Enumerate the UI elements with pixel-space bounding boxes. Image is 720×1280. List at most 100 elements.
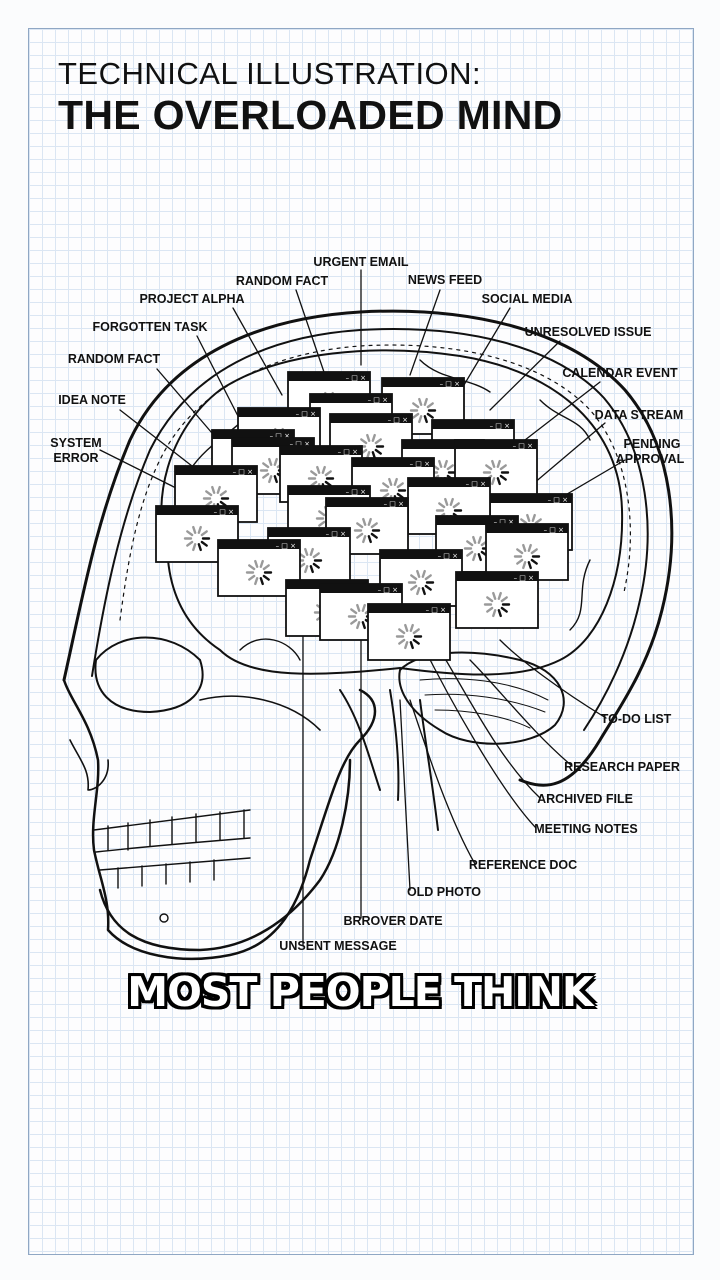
- browser-windows: – □ ×– □ ×– □ ×– □ ×– □ ×– □ ×– □ ×– □ ×…: [155, 371, 573, 661]
- loading-spinner-icon: [395, 623, 423, 650]
- skull-inner-outline: [91, 328, 649, 731]
- window-titlebar: [352, 458, 434, 467]
- label-pending-approval-line2: APPROVAL: [616, 452, 685, 466]
- cheek-bone: [199, 695, 321, 731]
- label-system-error-line1: SYSTEM: [50, 436, 101, 450]
- window-titlebar: [212, 430, 294, 439]
- window-titlebar: [368, 604, 450, 613]
- window-controls-icon: – □ ×: [214, 508, 234, 516]
- browser-window: – □ ×: [217, 539, 301, 597]
- window-controls-icon: – □ ×: [270, 432, 290, 440]
- label-system-error-line2: ERROR: [53, 451, 98, 465]
- window-titlebar: [490, 494, 572, 503]
- loading-spinner-icon: [245, 559, 273, 586]
- window-titlebar: [432, 420, 514, 429]
- window-titlebar: [310, 394, 392, 403]
- loading-spinner-icon: [483, 591, 511, 618]
- window-controls-icon: – □ ×: [438, 552, 458, 560]
- window-controls-icon: – □ ×: [490, 422, 510, 430]
- window-controls-icon: – □ ×: [384, 500, 404, 508]
- loading-spinner-icon: [183, 525, 211, 552]
- eye-socket: [94, 636, 204, 713]
- window-titlebar: [288, 486, 370, 495]
- jaw: [98, 758, 352, 952]
- window-controls-icon: – □ ×: [426, 606, 446, 614]
- lower-teeth: [99, 857, 251, 889]
- label-social-media: SOCIAL MEDIA: [482, 292, 573, 306]
- bottom-caption: MOST PEOPLE THINK: [127, 968, 593, 1016]
- label-reference-doc: REFERENCE DOC: [469, 858, 577, 872]
- label-idea-note: IDEA NOTE: [58, 393, 126, 407]
- window-controls-icon: – □ ×: [514, 574, 534, 582]
- window-titlebar: [218, 540, 300, 549]
- label-data-stream: DATA STREAM: [595, 408, 684, 422]
- window-controls-icon: – □ ×: [368, 396, 388, 404]
- window-titlebar: [175, 466, 257, 475]
- window-titlebar: [280, 446, 362, 455]
- window-controls-icon: – □ ×: [544, 526, 564, 534]
- loading-spinner-icon: [407, 569, 435, 596]
- window-titlebar: [330, 414, 412, 423]
- window-controls-icon: – □ ×: [338, 448, 358, 456]
- label-calendar-event: CALENDAR EVENT: [562, 366, 678, 380]
- window-titlebar: [156, 506, 238, 515]
- window-titlebar: [326, 498, 408, 507]
- loading-spinner-icon: [357, 433, 385, 460]
- label-random-fact-left: RANDOM FACT: [68, 352, 161, 366]
- window-titlebar: [320, 584, 402, 593]
- window-controls-icon: – □ ×: [233, 468, 253, 476]
- window-controls-icon: – □ ×: [276, 542, 296, 550]
- browser-window: – □ ×: [367, 603, 451, 661]
- label-archived-file: ARCHIVED FILE: [537, 792, 633, 806]
- label-news-feed: NEWS FEED: [408, 273, 482, 287]
- skull-outline: [62, 309, 674, 787]
- skull-face: [62, 678, 377, 961]
- window-controls-icon: – □ ×: [513, 442, 533, 450]
- window-controls-icon: – □ ×: [326, 530, 346, 538]
- label-forgotten-task: FORGOTTEN TASK: [92, 320, 207, 334]
- window-titlebar: [380, 550, 462, 559]
- window-controls-icon: – □ ×: [296, 410, 316, 418]
- window-controls-icon: – □ ×: [346, 374, 366, 382]
- loading-spinner-icon: [409, 397, 437, 424]
- loading-spinner-icon: [353, 517, 381, 544]
- browser-window: – □ ×: [455, 571, 539, 629]
- label-random-fact-top: RANDOM FACT: [236, 274, 329, 288]
- window-titlebar: [455, 440, 537, 449]
- window-titlebar: [268, 528, 350, 537]
- upper-teeth: [93, 809, 251, 853]
- brain-outline: [160, 349, 624, 676]
- window-controls-icon: – □ ×: [440, 380, 460, 388]
- label-urgent-email: URGENT EMAIL: [313, 255, 409, 269]
- label-pending-approval-line1: PENDING: [624, 437, 681, 451]
- label-brrover-date: BRROVER DATE: [343, 914, 442, 928]
- window-titlebar: [232, 438, 314, 447]
- window-controls-icon: – □ ×: [346, 488, 366, 496]
- label-todo-list: TO-DO LIST: [601, 712, 672, 726]
- window-controls-icon: – □ ×: [466, 480, 486, 488]
- loading-spinner-icon: [513, 543, 541, 570]
- window-controls-icon: – □ ×: [290, 440, 310, 448]
- heading-title: THE OVERLOADED MIND: [58, 92, 563, 138]
- label-old-photo: OLD PHOTO: [407, 885, 481, 899]
- window-titlebar: [238, 408, 320, 417]
- heading-subtitle: TECHNICAL ILLUSTRATION:: [58, 56, 482, 91]
- window-titlebar: [456, 572, 538, 581]
- brain-stem: [389, 689, 439, 831]
- label-meeting-notes: MEETING NOTES: [534, 822, 637, 836]
- window-titlebar: [408, 478, 490, 487]
- nose-cavity: [69, 739, 109, 791]
- window-controls-icon: – □ ×: [410, 460, 430, 468]
- window-titlebar: [288, 372, 370, 381]
- label-research-paper: RESEARCH PAPER: [564, 760, 680, 774]
- window-titlebar: [486, 524, 568, 533]
- browser-window: – □ ×: [485, 523, 569, 581]
- window-titlebar: [382, 378, 464, 387]
- labels-group: URGENT EMAIL RANDOM FACT NEWS FEED PROJE…: [50, 255, 684, 953]
- window-titlebar: [402, 440, 484, 449]
- window-titlebar: [436, 516, 518, 525]
- label-unresolved-issue: UNRESOLVED ISSUE: [525, 325, 652, 339]
- window-controls-icon: – □ ×: [548, 496, 568, 504]
- label-project-alpha: PROJECT ALPHA: [139, 292, 244, 306]
